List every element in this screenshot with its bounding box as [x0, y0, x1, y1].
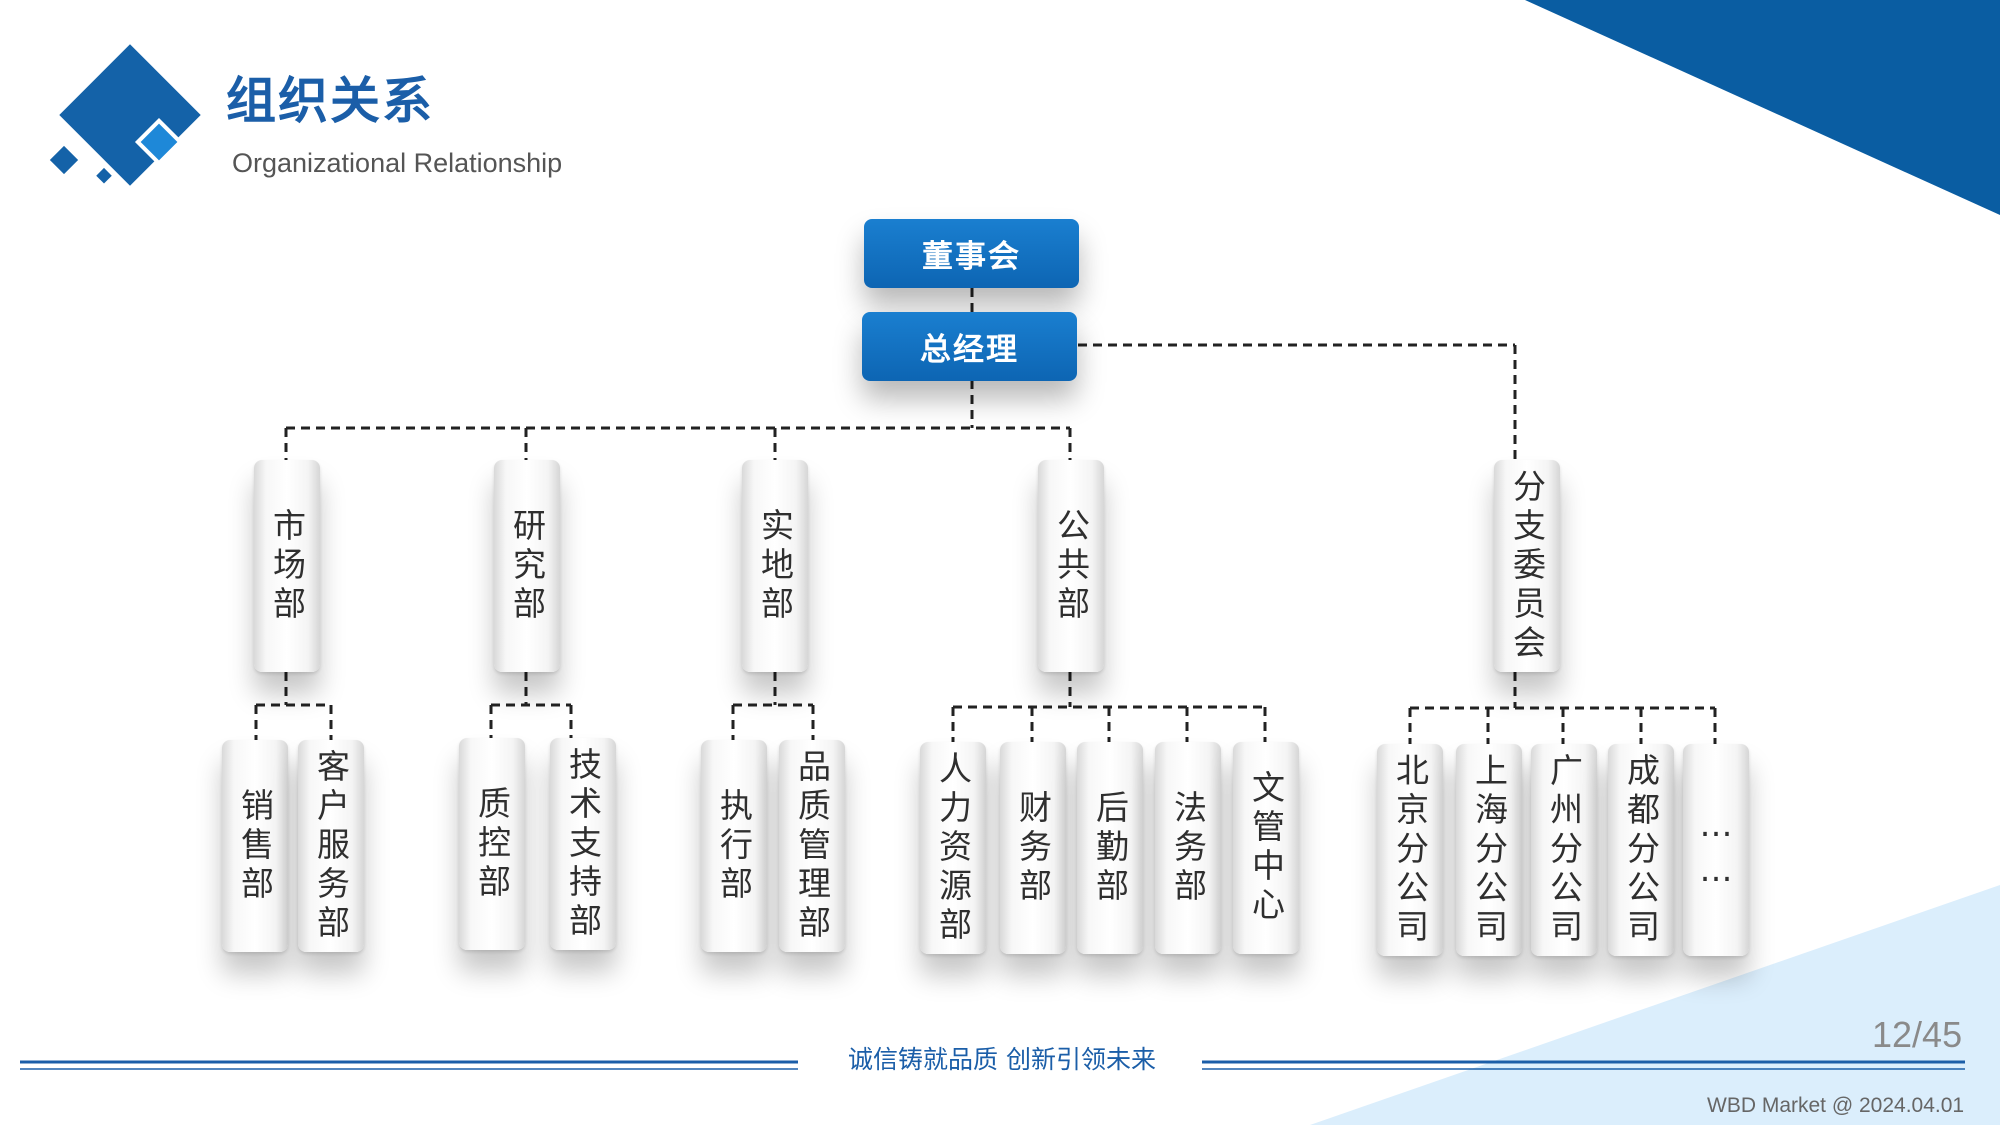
org-node-board: 董事会: [864, 219, 1079, 288]
subdepartment-label: 品质管理部: [792, 748, 832, 944]
org-node-department: 实地部: [742, 460, 808, 672]
org-node-department: 市场部: [254, 460, 320, 672]
subdepartment-label: 客户服务部: [311, 748, 351, 944]
subdepartment-label: 销售部: [235, 787, 275, 905]
footer-rule-right: [1202, 1060, 1965, 1070]
footer-rule-left: [20, 1060, 798, 1070]
branch-label: ……: [1696, 805, 1736, 895]
subdepartment-label: 后勤部: [1090, 789, 1130, 907]
branch-label: 广州分公司: [1544, 752, 1584, 948]
subdepartment-label: 财务部: [1013, 789, 1053, 907]
org-node-branch: 北京分公司: [1377, 744, 1443, 956]
org-node-general-manager-label: 总经理: [920, 332, 1019, 368]
org-node-subdepartment: 财务部: [1000, 742, 1066, 954]
org-node-subdepartment: 文管中心: [1233, 742, 1299, 954]
org-node-subdepartment: 执行部: [701, 740, 767, 952]
org-node-board-label: 董事会: [922, 239, 1021, 275]
department-label: 研究部: [507, 507, 547, 625]
branch-label: 北京分公司: [1390, 752, 1430, 948]
logo-diamonds: [49, 44, 201, 186]
org-node-department: 研究部: [494, 460, 560, 672]
department-label: 公共部: [1051, 507, 1091, 625]
subdepartment-label: 执行部: [714, 787, 754, 905]
footer-slogan: 诚信铸就品质 创新引领未来: [848, 1045, 1156, 1074]
org-node-department: 分支委员会: [1494, 460, 1560, 672]
page-title: 组织关系: [226, 72, 434, 130]
department-label: 分支委员会: [1507, 468, 1547, 664]
org-node-branch: 上海分公司: [1456, 744, 1522, 956]
org-node-subdepartment: 技术支持部: [550, 738, 616, 950]
org-node-subdepartment: 后勤部: [1077, 742, 1143, 954]
org-node-subdepartment: 品质管理部: [779, 740, 845, 952]
top-right-triangle: [1525, 0, 2000, 215]
subdepartment-label: 文管中心: [1246, 770, 1286, 926]
subdepartment-label: 人力资源部: [933, 750, 973, 946]
org-node-branch: 成都分公司: [1608, 744, 1674, 956]
subdepartment-label: 质控部: [472, 785, 512, 903]
page-subtitle: Organizational Relationship: [232, 148, 563, 178]
bottom-right-triangle: [1310, 885, 2000, 1125]
subdepartment-label: 法务部: [1168, 789, 1208, 907]
org-node-subdepartment: 人力资源部: [920, 742, 986, 954]
org-node-general-manager: 总经理: [862, 312, 1077, 381]
org-node-branch: ……: [1683, 744, 1749, 956]
org-node-department: 公共部: [1038, 460, 1104, 672]
branch-label: 成都分公司: [1621, 752, 1661, 948]
department-label: 市场部: [267, 507, 307, 625]
footer-note: WBD Market @ 2024.04.01: [1707, 1094, 1965, 1117]
department-label: 实地部: [755, 507, 795, 625]
org-node-subdepartment: 质控部: [459, 738, 525, 950]
subdepartment-label: 技术支持部: [563, 746, 603, 942]
page-number: 12/45: [1872, 1014, 1963, 1055]
branch-label: 上海分公司: [1469, 752, 1509, 948]
org-node-subdepartment: 法务部: [1155, 742, 1221, 954]
org-node-subdepartment: 销售部: [222, 740, 288, 952]
org-connectors: [254, 288, 1717, 744]
org-node-subdepartment: 客户服务部: [298, 740, 364, 952]
org-node-branch: 广州分公司: [1531, 744, 1597, 956]
